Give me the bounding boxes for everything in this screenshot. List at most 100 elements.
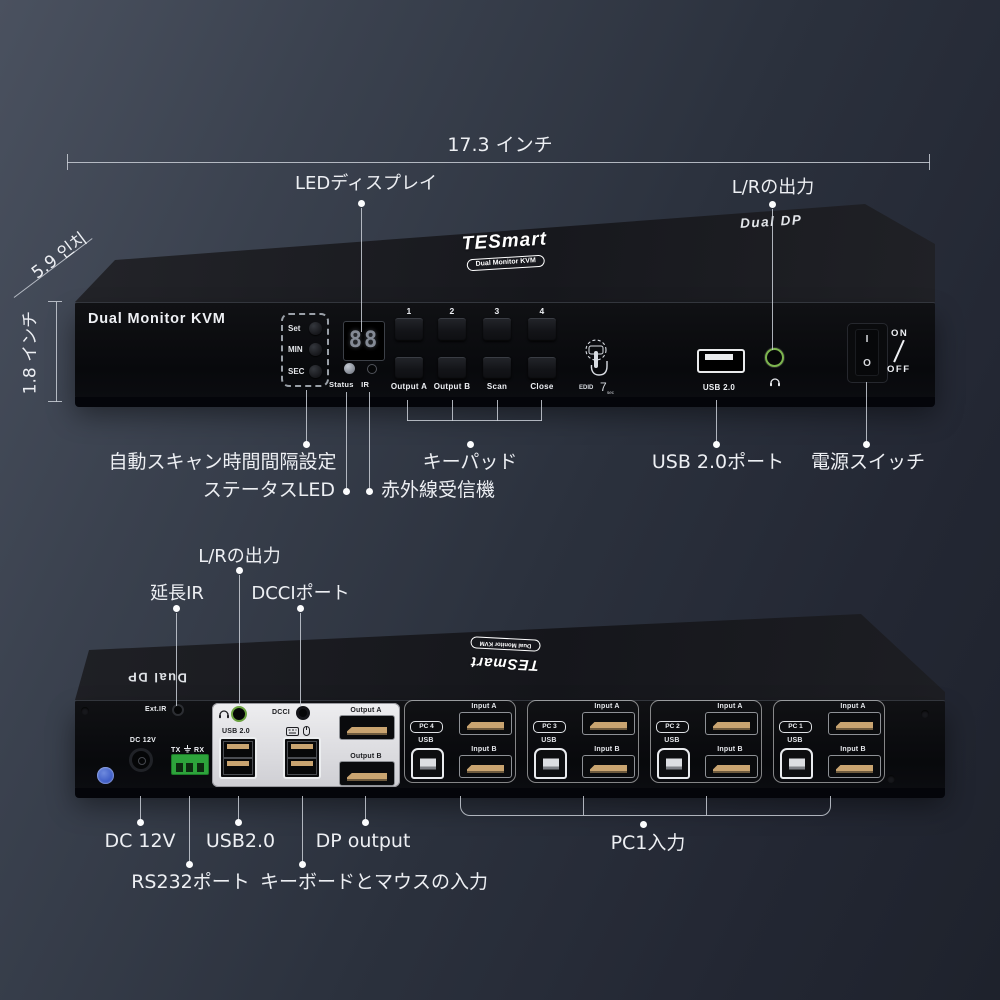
- usb-a-port: [287, 758, 317, 775]
- brand-logo-subtitle: Dual Monitor KVM: [466, 254, 546, 272]
- front-panel-title: Dual Monitor KVM: [88, 311, 226, 327]
- callout-front-lr-line: [772, 209, 773, 350]
- input-a-label: Input A: [594, 703, 620, 710]
- headphone-icon: [770, 378, 780, 387]
- dc-label: DC 12V: [129, 737, 157, 744]
- pc-inputs-bracket: [460, 796, 831, 816]
- dp-input-a: [828, 712, 881, 735]
- svg-text:sec: sec: [607, 390, 615, 395]
- key-number-4: 4: [539, 306, 545, 316]
- status-ir-label: Status IR: [329, 380, 370, 389]
- svg-text:EDID: EDID: [579, 385, 594, 391]
- callout-ir-line: [369, 392, 370, 488]
- rear-brand-logo-subtitle: Dual Monitor KVM: [470, 636, 541, 652]
- key-number-3: 3: [494, 306, 500, 316]
- input-a-label: Input A: [471, 703, 497, 710]
- callout-dcci: DCCIポート: [251, 583, 350, 604]
- pc-group-1: PC 1 USB Input A Input B: [770, 700, 888, 787]
- output-b-port-label: Output B: [350, 753, 382, 760]
- callout-rear-lr-dot: [236, 567, 243, 574]
- ir-receiver: [367, 364, 377, 374]
- pc-group-4: PC 4 USB Input A Input B: [401, 700, 519, 787]
- brand-logo-text: TESmart: [461, 228, 548, 255]
- pc-inputs-bracket-mid-1: [583, 796, 584, 815]
- pc-group-outline: [404, 700, 516, 783]
- power-switch: I O: [847, 323, 888, 383]
- key-number-1: 1: [406, 306, 412, 316]
- dp-input-a: [582, 712, 635, 735]
- front-panel: Dual Monitor KVM Set MIN SEC 88 Status I…: [75, 302, 935, 398]
- callout-keypad: キーパッド: [422, 451, 518, 473]
- usb20-ports: [219, 737, 257, 779]
- rear-base: [75, 788, 945, 798]
- brand-logo: TESmart Dual Monitor KVM: [394, 225, 616, 275]
- dual-dp-badge: Dual DP: [739, 212, 803, 231]
- usb-a-port: [223, 758, 253, 775]
- key-number-2: 2: [449, 306, 455, 316]
- rear-dual-dp-badge: Dual DP: [125, 669, 189, 686]
- key-button-2: [438, 318, 466, 341]
- keypad-bracket-4: [541, 400, 542, 421]
- usb-port: [697, 349, 745, 373]
- callout-dcci-line: [300, 613, 301, 706]
- usb-tongue: [705, 354, 733, 360]
- set-button: [309, 322, 322, 336]
- callout-dcci-dot: [297, 605, 304, 612]
- callout-kbm-dot: [299, 861, 306, 868]
- callout-rear-usb: USB2.0: [205, 830, 276, 852]
- front-top-face: TESmart Dual Monitor KVM Dual DP: [75, 204, 935, 302]
- output-a-port-label: Output A: [350, 707, 382, 714]
- usb-b-label: USB: [664, 737, 680, 744]
- sec-button: [309, 364, 322, 378]
- front-base: [75, 397, 935, 407]
- keypad-bracket-3: [497, 400, 498, 421]
- keypad-bracket-1: [407, 400, 408, 421]
- dim-height-label: 1.8 インチ: [20, 310, 41, 395]
- usb-b-label: USB: [787, 737, 803, 744]
- callout-autoscan-line: [306, 390, 307, 442]
- led-display: 88: [343, 321, 385, 361]
- rear-brand-logo: TESmart Dual Monitor KVM: [404, 633, 605, 676]
- dp-input-b: [582, 755, 635, 778]
- cert-sticker: [97, 767, 114, 784]
- callout-front-lr-dot: [769, 201, 776, 208]
- pc-group-label: PC 3: [533, 721, 566, 733]
- dim-width-line: [67, 162, 930, 163]
- dcci-jack: [296, 706, 310, 720]
- callout-front-lr-output: L/Rの出力: [731, 177, 815, 198]
- autoscan-timer-group: Set MIN SEC: [281, 313, 329, 387]
- usb-b-port: [411, 748, 444, 779]
- scan-label: Scan: [486, 382, 508, 391]
- callout-dc: DC 12V: [104, 830, 176, 852]
- close-label: Close: [530, 382, 554, 391]
- callout-led-dot: [358, 200, 365, 207]
- pc-inputs-bracket-mid-2: [706, 796, 707, 815]
- callout-usb-port: USB 2.0ポート: [651, 451, 785, 473]
- usb-b-port: [534, 748, 567, 779]
- min-button-label: MIN: [288, 345, 303, 355]
- rear-audio-jack: [231, 706, 247, 722]
- dp-input-a: [459, 712, 512, 735]
- rear-top-face: TESmart Dual Monitor KVM Dual DP: [75, 614, 945, 700]
- ext-ir-jack: [172, 704, 184, 716]
- timer-row-min: MIN: [288, 343, 322, 357]
- usb-b-label: USB: [541, 737, 557, 744]
- pc-group-outline: [650, 700, 762, 783]
- callout-ext-ir-dot: [173, 605, 180, 612]
- screw: [887, 775, 895, 783]
- rear-headphone-icon: [219, 710, 229, 719]
- callout-rs232: RS232ポート: [131, 871, 250, 893]
- callout-dp-output: DP output: [315, 830, 411, 852]
- callout-usbport-dot: [713, 441, 720, 448]
- dp-input-b: [828, 755, 881, 778]
- dp-input-a: [705, 712, 758, 735]
- min-button: [309, 343, 322, 357]
- input-a-label: Input A: [717, 703, 743, 710]
- usb-port-label: USB 2.0: [702, 383, 736, 392]
- tx-label: TX: [171, 747, 181, 754]
- dim-height-tick-bottom: [48, 401, 62, 402]
- rear-panel: Ext.IR DC 12V TX RX USB 2.0: [75, 700, 945, 789]
- dp-output-b: [339, 761, 395, 786]
- key-button-4: [528, 318, 556, 341]
